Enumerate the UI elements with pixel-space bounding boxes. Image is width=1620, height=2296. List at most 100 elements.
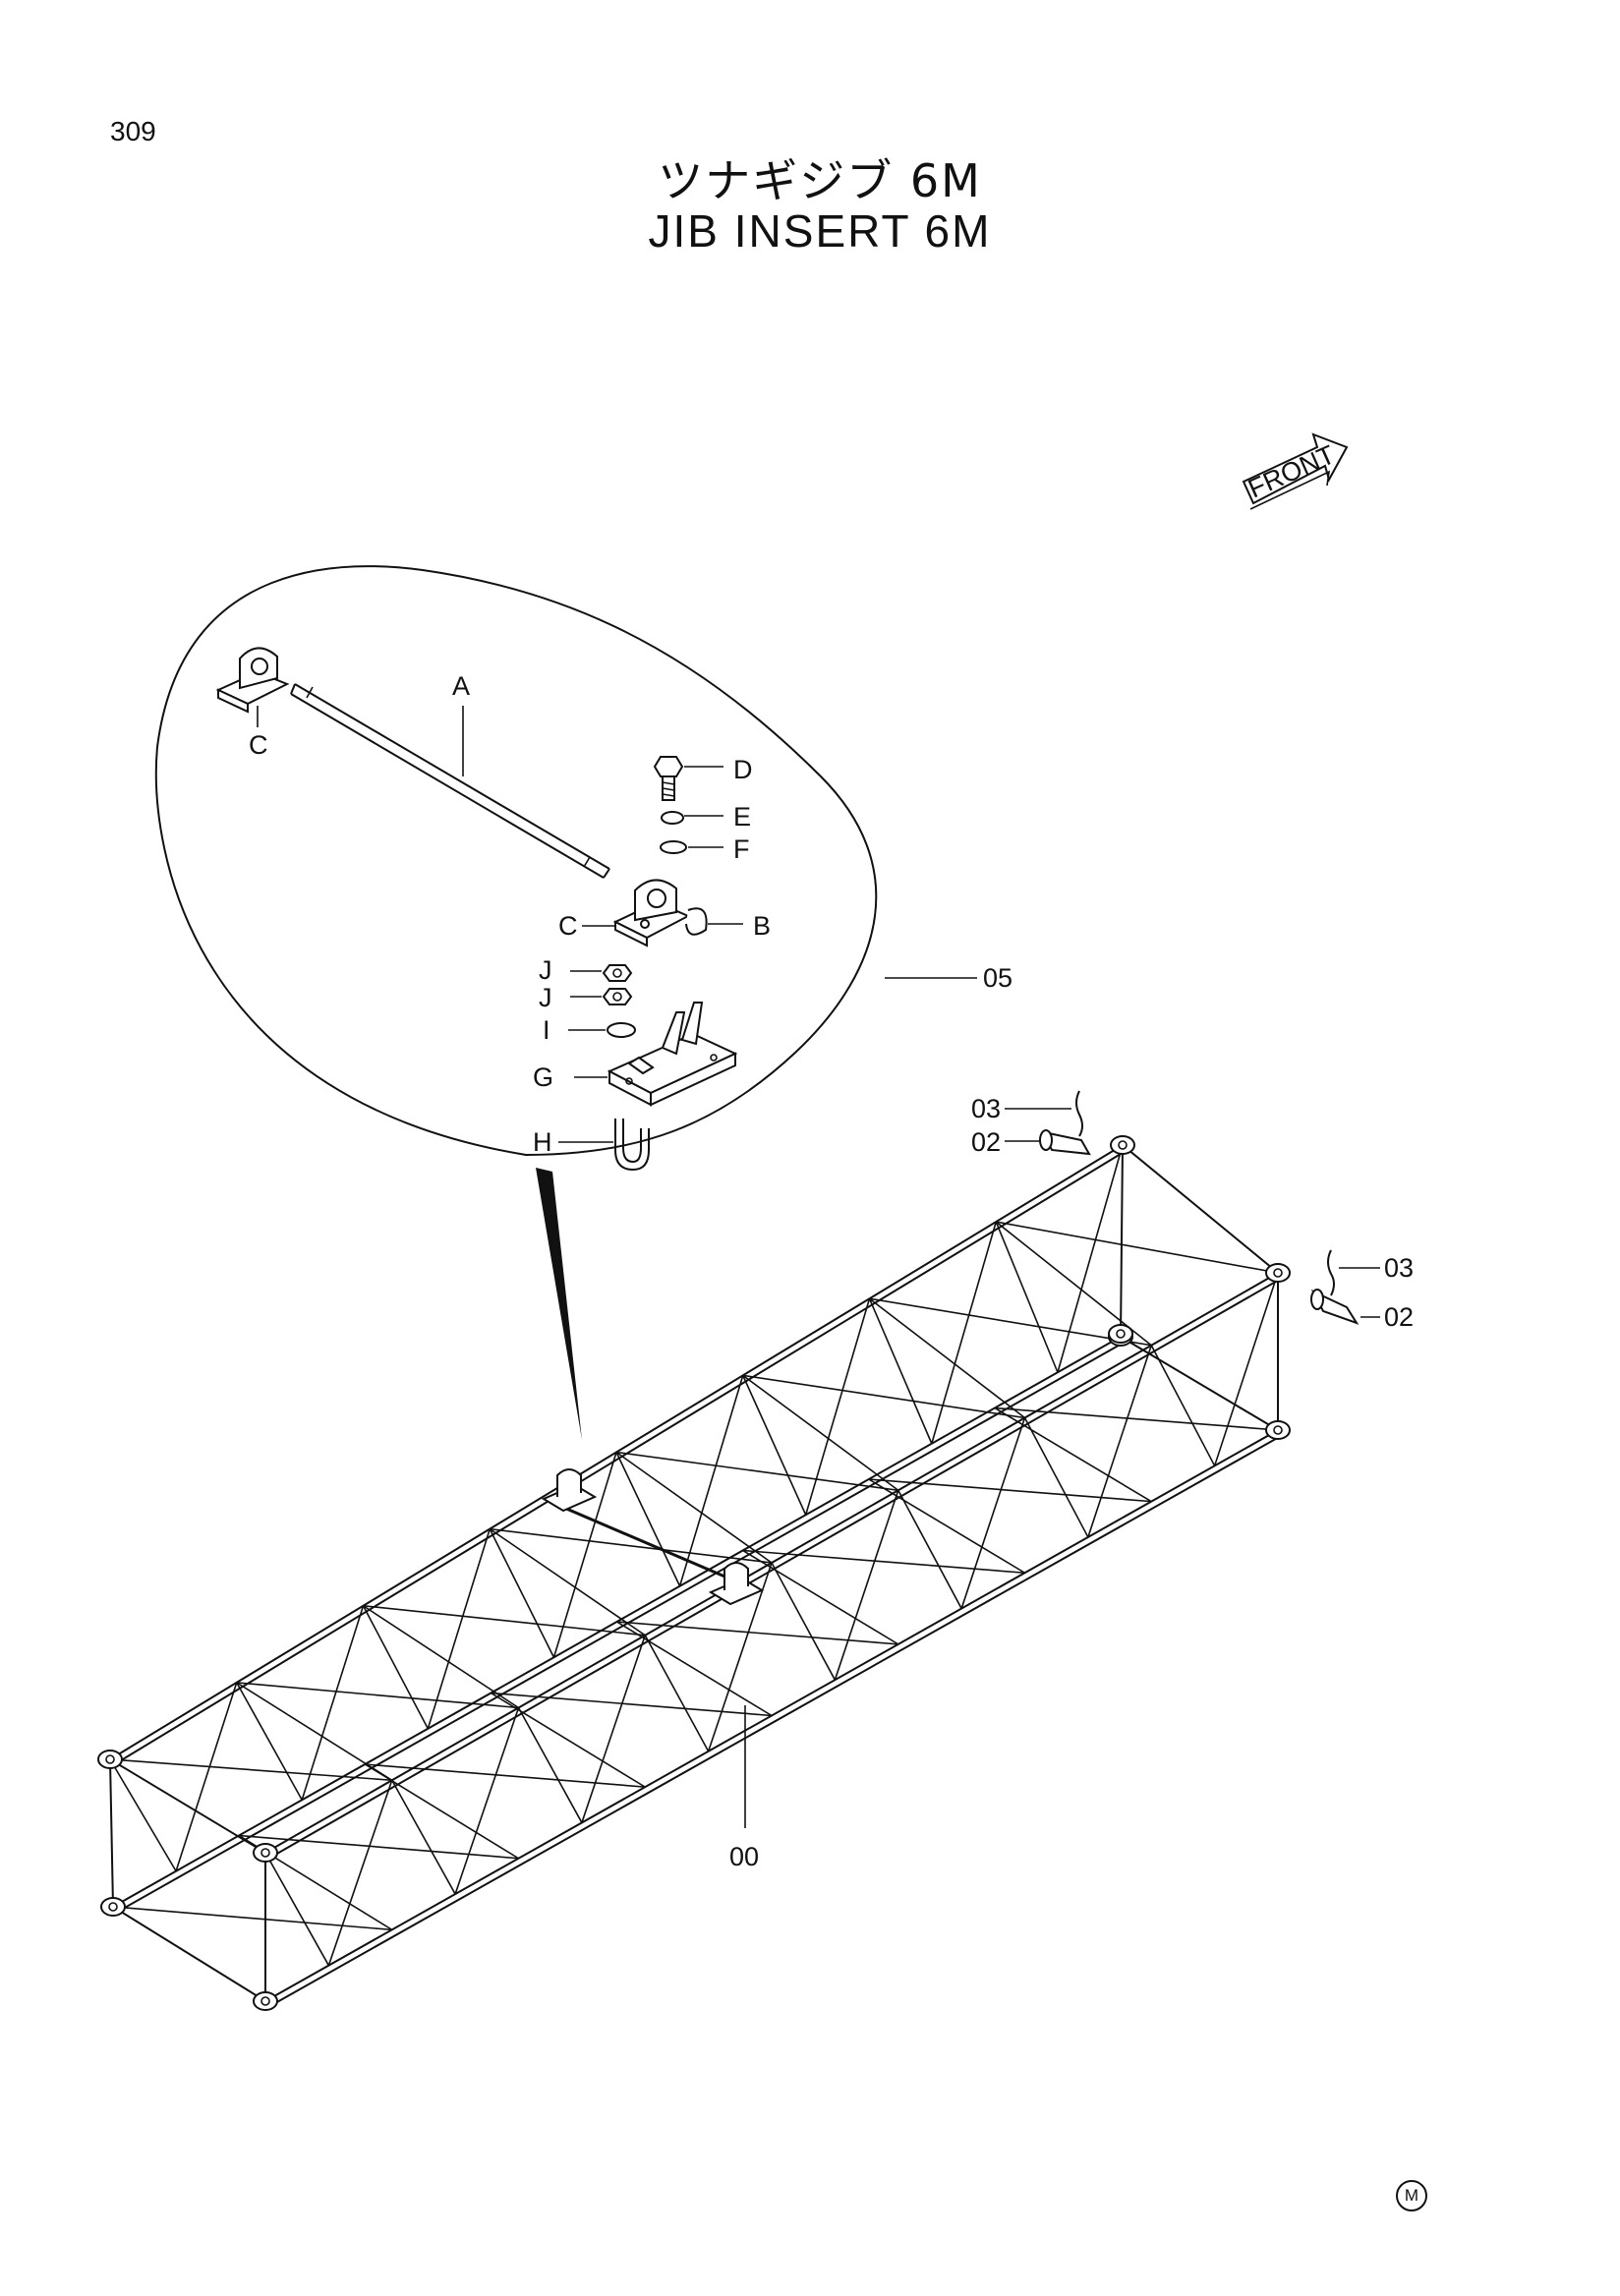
end-lug — [1110, 1135, 1135, 1155]
pin-assembly-upper — [1005, 1090, 1091, 1156]
callout-00: 00 — [729, 1842, 759, 1871]
callout-d: D — [733, 755, 753, 784]
lattice-member — [109, 1758, 114, 1908]
bearing-housing — [556, 1468, 582, 1497]
lattice-member — [1122, 1144, 1279, 1274]
end-lug — [100, 1897, 126, 1917]
lattice-member — [267, 1435, 1282, 2008]
u-bolt-h — [614, 1119, 650, 1172]
lattice-member — [364, 1763, 519, 1860]
lattice-member — [427, 1528, 492, 1729]
end-lug-hole — [1273, 1268, 1283, 1278]
bearing-block-upper — [215, 647, 290, 714]
callout-a: A — [452, 671, 470, 701]
lattice-member — [994, 1406, 1279, 1431]
lattice-member — [742, 1549, 899, 1645]
bracket-g — [607, 1002, 738, 1107]
lattice-member — [1023, 1417, 1089, 1538]
lattice-member — [615, 1451, 898, 1492]
end-lug — [1265, 1420, 1291, 1440]
lattice-member — [517, 1707, 583, 1823]
lattice-member — [327, 1779, 393, 1966]
end-lug-hole — [260, 1996, 270, 2006]
end-lug-hole — [1273, 1425, 1283, 1435]
lattice-member — [362, 1605, 430, 1730]
end-lug-hole — [1118, 1140, 1128, 1150]
flat-washer-f — [660, 840, 687, 854]
lattice-member — [868, 1478, 1025, 1574]
nut-j-lower — [602, 988, 633, 1005]
lattice-member — [868, 1478, 1152, 1503]
end-lug-hole — [105, 1754, 115, 1764]
washer-i — [607, 1022, 636, 1038]
leader-lines — [257, 706, 977, 1828]
lattice-member — [868, 1297, 933, 1445]
callout-c-upper: C — [249, 730, 268, 760]
lattice-member — [115, 1342, 1125, 1914]
spring-washer-e — [661, 811, 684, 825]
lattice-member — [550, 1500, 758, 1592]
lattice-member — [236, 1682, 393, 1781]
bearing-block-lower — [612, 879, 708, 947]
callout-02-upper: 02 — [971, 1127, 1001, 1157]
lattice-member — [644, 1635, 710, 1752]
lattice-member — [1087, 1345, 1153, 1538]
lattice-member — [391, 1779, 456, 1895]
callout-c-lower: C — [558, 911, 578, 941]
callout-i: I — [543, 1015, 550, 1045]
end-lug — [1108, 1324, 1133, 1344]
lattice-member — [109, 1758, 177, 1872]
callout-b: B — [753, 911, 771, 941]
lattice-member — [1150, 1345, 1216, 1466]
lattice-member — [834, 1489, 899, 1681]
lattice-member — [363, 1605, 519, 1709]
lattice-member — [1213, 1272, 1279, 1466]
callout-h: H — [533, 1127, 552, 1157]
end-lug — [253, 1843, 278, 1863]
title-english: JIB INSERT 6M — [648, 205, 992, 257]
end-lug-hole — [260, 1848, 270, 1858]
end-lug — [253, 1991, 278, 2011]
lattice-member — [994, 1406, 1152, 1503]
lattice-member — [363, 1604, 646, 1636]
lattice-member — [1120, 1144, 1124, 1338]
bearing-housing — [723, 1562, 749, 1590]
detail-bubble-outline — [154, 565, 878, 1157]
lattice-member — [109, 1758, 266, 1854]
lattice-member — [490, 1692, 646, 1788]
shaft-a — [290, 683, 610, 879]
lattice-member — [960, 1417, 1026, 1609]
page-number: 309 — [110, 116, 156, 146]
lattice-member — [454, 1707, 520, 1895]
lattice-member — [996, 1221, 1279, 1274]
end-lug-hole — [1116, 1329, 1126, 1339]
lattice-member — [869, 1297, 1025, 1419]
callout-05: 05 — [983, 963, 1012, 993]
lattice-member — [707, 1562, 773, 1752]
lattice-member — [552, 1452, 617, 1658]
circled-m-icon: M — [1396, 2180, 1427, 2211]
callout-02-right: 02 — [1384, 1302, 1414, 1332]
jib-insert-structure — [97, 1135, 1291, 2011]
lattice-member — [109, 1758, 392, 1782]
lattice-member — [1057, 1144, 1124, 1373]
lattice-member — [742, 1375, 807, 1516]
lattice-member — [175, 1682, 238, 1871]
lattice-member — [365, 1763, 646, 1788]
callout-g: G — [533, 1062, 553, 1092]
lattice-member — [995, 1221, 1059, 1373]
lattice-member — [897, 1489, 962, 1609]
lattice-member — [581, 1635, 647, 1823]
lattice-member — [264, 1852, 330, 1967]
callout-03-upper: 03 — [971, 1094, 1001, 1123]
lattice-member — [615, 1452, 681, 1587]
lattice-member — [301, 1605, 365, 1801]
lattice-member — [491, 1692, 773, 1717]
front-arrow-label: FRONT — [1244, 439, 1339, 503]
nut-j-upper — [602, 964, 633, 982]
lattice-member — [616, 1621, 773, 1717]
lattice-member — [236, 1682, 519, 1709]
lattice-member — [742, 1549, 1025, 1575]
end-lug-hole — [108, 1902, 118, 1912]
